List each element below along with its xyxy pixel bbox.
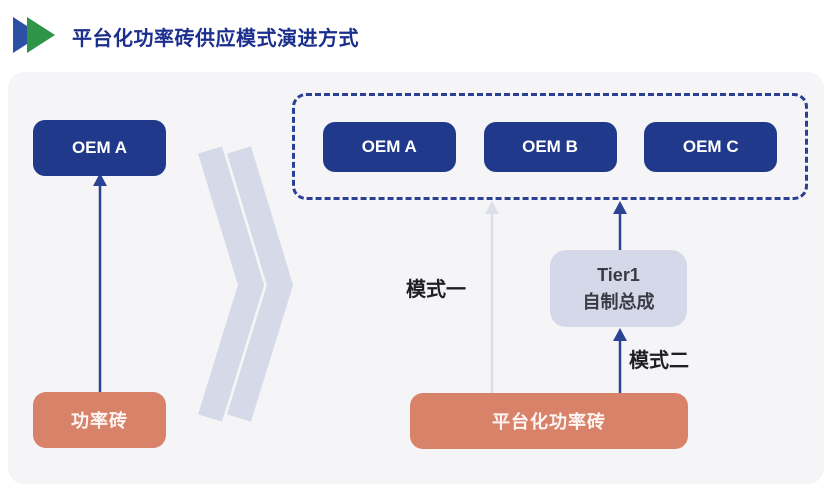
mode1-label: 模式一 — [406, 279, 466, 301]
diagram-card: OEM A 功率砖 OEM A OEM B OEM C Tier1 自制总成 模… — [8, 72, 824, 484]
platform-power-brick-label: 平台化功率砖 — [492, 412, 606, 432]
tier1-label-line2: 自制总成 — [582, 291, 655, 312]
page-title: 平台化功率砖供应模式演进方式 — [72, 28, 359, 50]
arrow-powerbrick-to-oema — [93, 173, 107, 392]
tier1-assembly-box: Tier1 自制总成 — [550, 250, 687, 327]
oem-dashed-container: OEM A OEM B OEM C — [292, 93, 808, 200]
tier1-label-line1: Tier1 — [597, 265, 640, 286]
power-brick-label: 功率砖 — [71, 411, 128, 431]
play-triangle-green-icon — [27, 17, 55, 53]
oem-b-label: OEM B — [522, 136, 578, 156]
oem-c-label: OEM C — [682, 136, 739, 156]
oem-a-box: OEM A — [322, 121, 456, 172]
mode2-label: 模式二 — [629, 350, 689, 372]
arrow-mode2-to-tier1 — [613, 328, 627, 393]
oem-a-label: OEM A — [361, 136, 417, 156]
double-play-icon — [13, 17, 55, 53]
arrow-tier1-to-oemb — [613, 201, 627, 250]
oem-b-box: OEM B — [483, 121, 617, 172]
power-brick-box: 功率砖 — [33, 392, 166, 448]
oem-a-box-left: OEM A — [33, 120, 166, 176]
arrow-mode1-light — [485, 201, 499, 393]
oem-c-box: OEM C — [644, 121, 778, 172]
platform-power-brick-box: 平台化功率砖 — [410, 393, 688, 449]
header: 平台化功率砖供应模式演进方式 — [0, 0, 832, 72]
oem-a-left-label: OEM A — [71, 138, 128, 157]
